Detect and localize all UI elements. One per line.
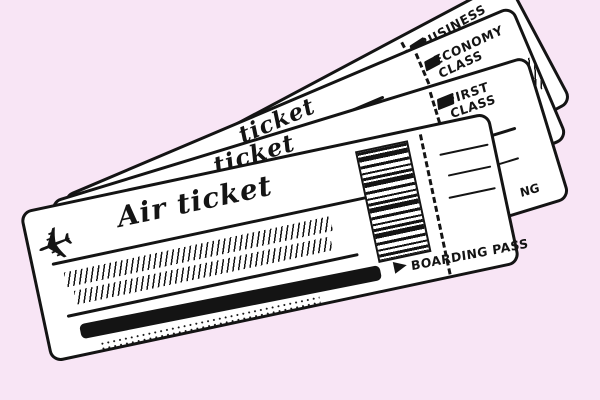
sketch-line [447,165,492,177]
barcode [354,140,432,263]
boarding-marker-icon [392,259,408,274]
sketch-line [448,187,496,199]
partial-boarding-text: NG [518,180,541,201]
sketch-line [439,143,489,156]
